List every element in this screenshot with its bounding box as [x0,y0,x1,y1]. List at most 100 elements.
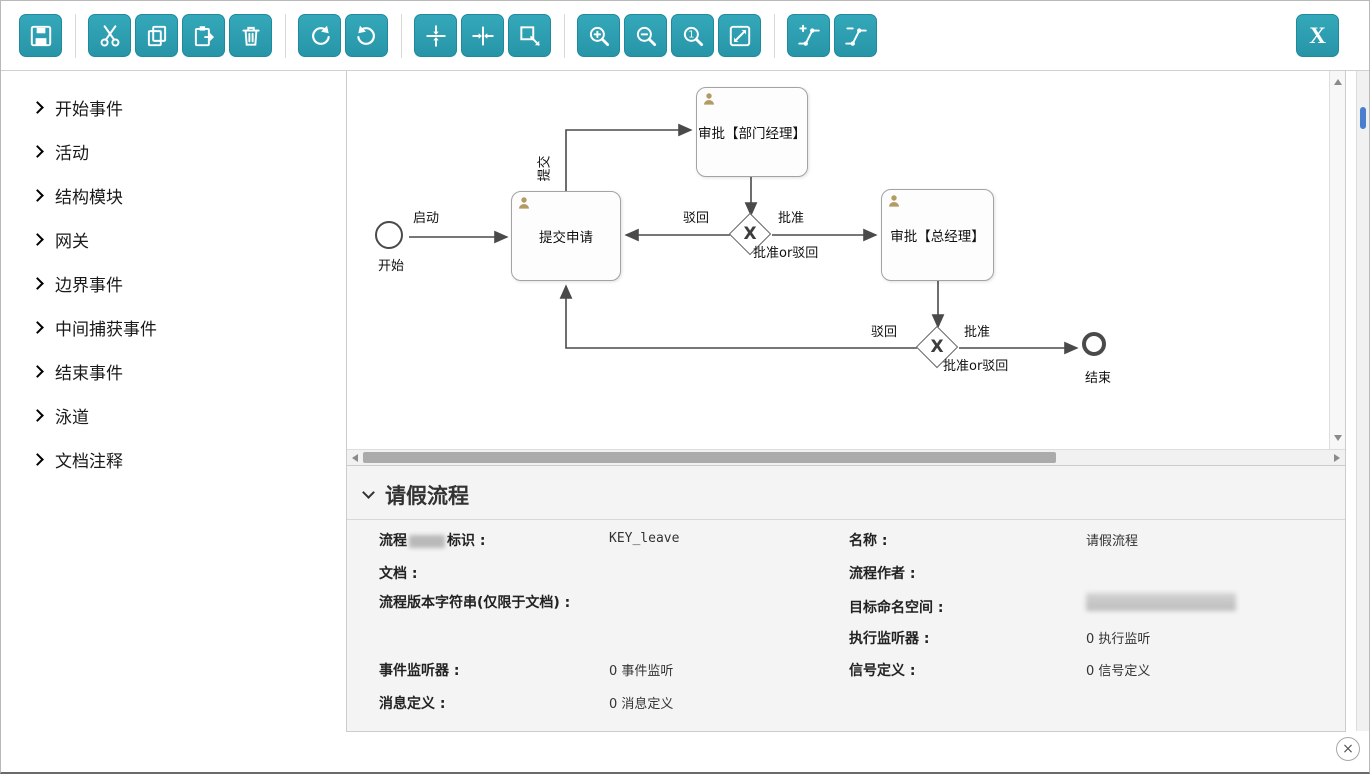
edge-label-reject-1: 驳回 [683,211,710,226]
chevron-right-icon [31,232,44,246]
task-approve-dept-manager[interactable]: 审批【部门经理】 [696,87,808,177]
toolbar-separator [285,13,286,58]
edge-label-approve-1: 批准 [778,211,805,226]
scroll-right-arrow[interactable] [1334,454,1340,462]
remove-bendpoint-icon [844,26,867,46]
save-button[interactable] [19,14,62,57]
chevron-right-icon [31,188,44,202]
task-approve-general-manager[interactable]: 审批【总经理】 [881,189,994,281]
edge-label-launch: 启动 [413,211,440,226]
sidebar-item-start-events[interactable]: 开始事件 [1,85,346,129]
event-listener-value[interactable]: 0 事件监听 [609,664,674,679]
process-title: 请假流程 [385,484,469,508]
browser-scroll-thumb[interactable] [1360,107,1366,129]
add-bendpoint-button[interactable] [787,14,830,57]
task-label: 提交申请 [539,230,593,246]
zoom-actual-button[interactable]: 1 [671,14,714,57]
toolbar-separator [401,13,402,58]
redacted-namespace-value [1086,593,1236,611]
horizontal-scroll-thumb[interactable] [363,452,1056,463]
sidebar-item-label: 中间捕获事件 [55,319,157,340]
sidebar-item-structural[interactable]: 结构模块 [1,173,346,217]
sidebar-item-swimlanes[interactable]: 泳道 [1,393,346,437]
chevron-right-icon [31,100,44,114]
paste-button[interactable] [182,14,225,57]
flow-submit-to-dept[interactable] [565,123,693,191]
undo-button[interactable] [345,14,388,57]
redacted-text [409,534,445,548]
delete-button[interactable] [229,14,272,57]
user-task-icon [889,195,899,207]
align-vertical-icon [425,24,446,47]
chevron-right-icon [31,452,44,466]
process-author-label: 流程作者 : [849,566,916,582]
scroll-up-arrow[interactable] [1334,79,1342,85]
sidebar-item-gateways[interactable]: 网关 [1,217,346,261]
documentation-label: 文档 : [379,566,418,582]
process-key-label: 流程标识 : [379,533,486,549]
chevron-right-icon [31,144,44,158]
undo-icon [356,25,375,45]
align-horizontal-button[interactable] [461,14,504,57]
diagram-canvas[interactable]: 开始 提交申请 审批【部门经理】 [347,71,1329,449]
message-definition-label: 消息定义 : [379,696,446,712]
sidebar-item-end-events[interactable]: 结束事件 [1,349,346,393]
task-submit-application[interactable]: 提交申请 [511,191,621,281]
scroll-down-arrow[interactable] [1334,435,1342,441]
zoom-out-button[interactable] [624,14,667,57]
sidebar-item-label: 泳道 [55,407,89,428]
event-listener-label: 事件监听器 : [379,663,460,679]
flow-gateway2-reject[interactable] [559,284,917,349]
save-icon [30,25,51,46]
signal-definition-value[interactable]: 0 信号定义 [1086,664,1151,679]
gateway1-caption: 批准or驳回 [753,246,819,261]
start-event-node[interactable] [375,221,403,249]
sidebar-item-label: 结构模块 [55,187,123,208]
zoom-in-button[interactable] [577,14,620,57]
scroll-left-arrow[interactable] [352,454,358,462]
message-definition-value[interactable]: 0 消息定义 [609,697,674,712]
sidebar-item-intermediate-events[interactable]: 中间捕获事件 [1,305,346,349]
zoom-fit-button[interactable] [718,14,761,57]
same-size-icon [519,25,540,46]
svg-text:1: 1 [688,29,694,40]
properties-panel: 请假流程 流程标识 : KEY_leave 名称 : 请假流程 文档 : 流程作… [347,465,1345,732]
start-event-label: 开始 [377,259,404,274]
browser-scrollbar [1356,71,1369,731]
execution-listener-value[interactable]: 0 执行监听 [1086,632,1151,647]
toolbar: 1 X [1,1,1369,71]
task-label: 审批【部门经理】 [698,126,806,142]
add-bendpoint-icon [797,24,820,46]
sidebar-item-annotation[interactable]: 文档注释 [1,437,346,481]
chevron-right-icon [31,320,44,334]
cut-button[interactable] [88,14,131,57]
align-horizontal-icon [471,25,494,46]
signal-definition-label: 信号定义 : [849,663,916,679]
collapse-chevron-icon[interactable] [362,486,375,499]
sidebar-item-label: 网关 [55,231,89,252]
same-size-button[interactable] [508,14,551,57]
end-event-node[interactable] [1082,332,1106,356]
execution-listener-label: 执行监听器 : [849,631,930,647]
remove-bendpoint-button[interactable] [834,14,877,57]
close-button[interactable]: X [1296,14,1339,57]
edge-label-submit-vertical: 提交 [537,155,553,182]
chevron-right-icon [31,364,44,378]
user-task-icon [519,197,529,209]
dismiss-button[interactable]: × [1336,737,1360,761]
process-name-value[interactable]: 请假流程 [1086,534,1139,549]
toolbar-separator [75,13,76,58]
user-task-icon [704,93,714,105]
process-name-label: 名称 : [849,533,888,549]
sidebar-item-boundary-events[interactable]: 边界事件 [1,261,346,305]
copy-button[interactable] [135,14,178,57]
chevron-right-icon [31,408,44,422]
copy-icon [147,25,166,46]
sidebar-item-label: 文档注释 [55,451,123,472]
align-vertical-button[interactable] [414,14,457,57]
close-button-label: X [1309,22,1326,48]
sidebar-item-activities[interactable]: 活动 [1,129,346,173]
redo-button[interactable] [298,14,341,57]
palette-sidebar: 开始事件 活动 结构模块 网关 边界事件 中间捕获事件 结束事件 泳道 [1,71,346,772]
process-key-value[interactable]: KEY_leave [609,531,680,546]
